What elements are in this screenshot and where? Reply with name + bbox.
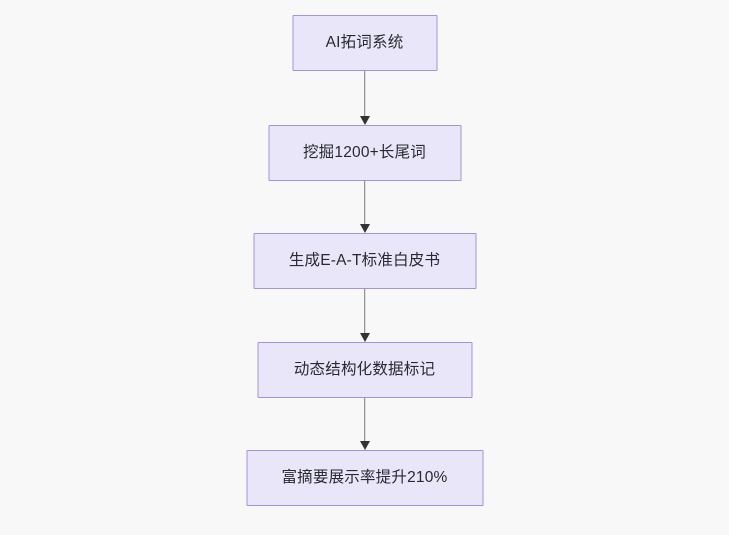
flow-node-label: 富摘要展示率提升210% <box>281 469 448 487</box>
edge-line <box>363 181 366 224</box>
edge-line <box>363 398 366 441</box>
flow-edge-n1-n2 <box>358 181 372 233</box>
flow-node-label: 挖掘1200+长尾词 <box>302 144 427 162</box>
flow-edge-n2-n3 <box>358 289 372 342</box>
arrow-head-icon <box>359 441 370 450</box>
flow-node-ai-keyword-system[interactable]: AI拓词系统 <box>292 15 437 71</box>
flow-node-dynamic-structured-data-markup[interactable]: 动态结构化数据标记 <box>257 342 472 398</box>
flow-edge-n3-n4 <box>358 398 372 450</box>
arrow-head-icon <box>359 224 370 233</box>
edge-line <box>363 289 366 333</box>
edge-line <box>363 71 366 116</box>
flow-node-label: AI拓词系统 <box>325 34 404 52</box>
flow-edge-n0-n1 <box>358 71 372 125</box>
flow-node-mine-longtail-keywords[interactable]: 挖掘1200+长尾词 <box>268 125 461 181</box>
flow-node-rich-snippet-impression-uplift[interactable]: 富摘要展示率提升210% <box>246 450 483 506</box>
arrow-head-icon <box>359 333 370 342</box>
flow-node-generate-eat-whitepaper[interactable]: 生成E-A-T标准白皮书 <box>253 233 476 289</box>
flow-node-label: 生成E-A-T标准白皮书 <box>288 252 441 270</box>
flow-node-label: 动态结构化数据标记 <box>293 361 436 379</box>
arrow-head-icon <box>359 116 370 125</box>
